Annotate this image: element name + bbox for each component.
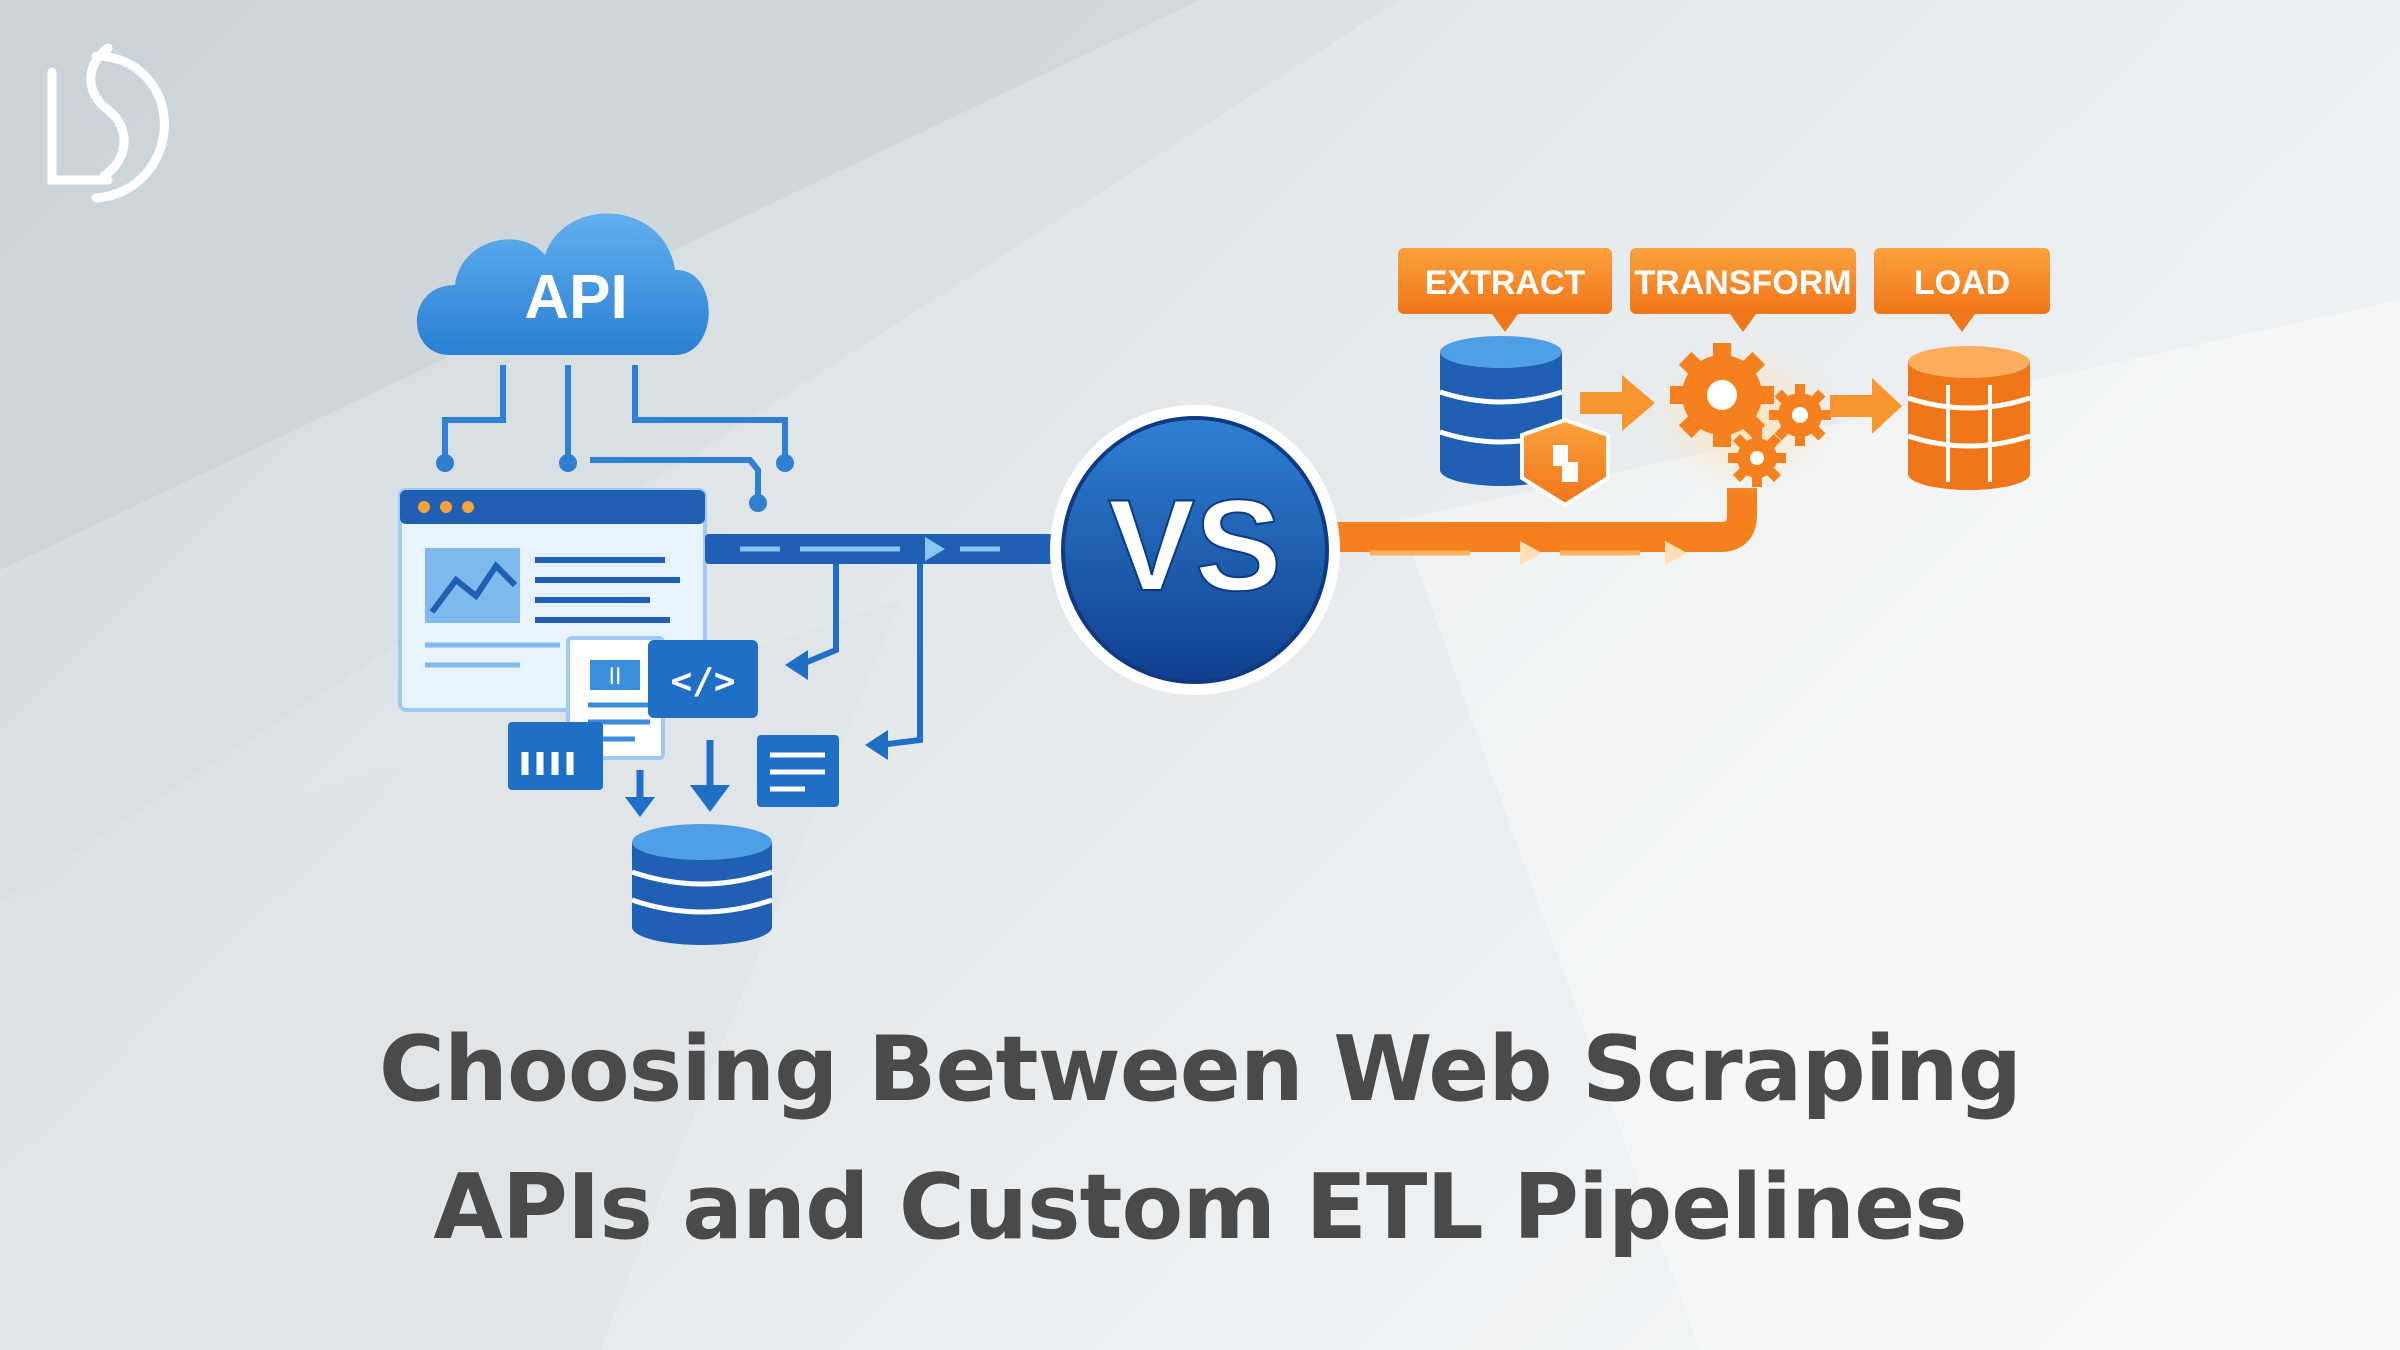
svg-text:EXTRACT: EXTRACT <box>1425 264 1586 302</box>
vs-label: VS <box>1108 472 1281 618</box>
etl-step-load: LOAD <box>1874 248 2050 332</box>
code-icon: </> <box>648 640 758 718</box>
gears-icon <box>1650 343 1840 495</box>
etl-flow-line <box>1330 488 1757 565</box>
svg-text:TRANSFORM: TRANSFORM <box>1634 264 1851 302</box>
svg-text:II: II <box>609 665 622 690</box>
ds-logo-icon[interactable] <box>47 43 169 203</box>
arrow-extract-transform <box>1580 375 1655 431</box>
headline-line-2: APIs and Custom ETL Pipelines <box>433 1155 1967 1260</box>
arrow-transform-load <box>1830 378 1902 434</box>
cloud-icon <box>416 213 709 355</box>
load-database-icon <box>1907 346 2031 490</box>
shield-icon <box>1520 417 1610 508</box>
svg-text:</>: </> <box>670 661 735 702</box>
headline-line-1: Choosing Between Web Scraping <box>378 1017 2022 1122</box>
etl-step-extract: EXTRACT <box>1398 248 1612 332</box>
vs-badge <box>1050 405 1340 695</box>
bar-chart-icon <box>508 722 603 790</box>
svg-text:LOAD: LOAD <box>1914 264 2010 302</box>
down-arrows <box>625 740 730 817</box>
cloud-label: API <box>524 263 627 332</box>
connector-dots <box>436 454 794 512</box>
text-card-icon <box>757 735 839 807</box>
database-icon <box>631 824 773 945</box>
etl-step-transform: TRANSFORM <box>1630 248 1856 332</box>
cloud-connectors <box>442 365 788 500</box>
api-flow-line <box>705 534 1055 760</box>
